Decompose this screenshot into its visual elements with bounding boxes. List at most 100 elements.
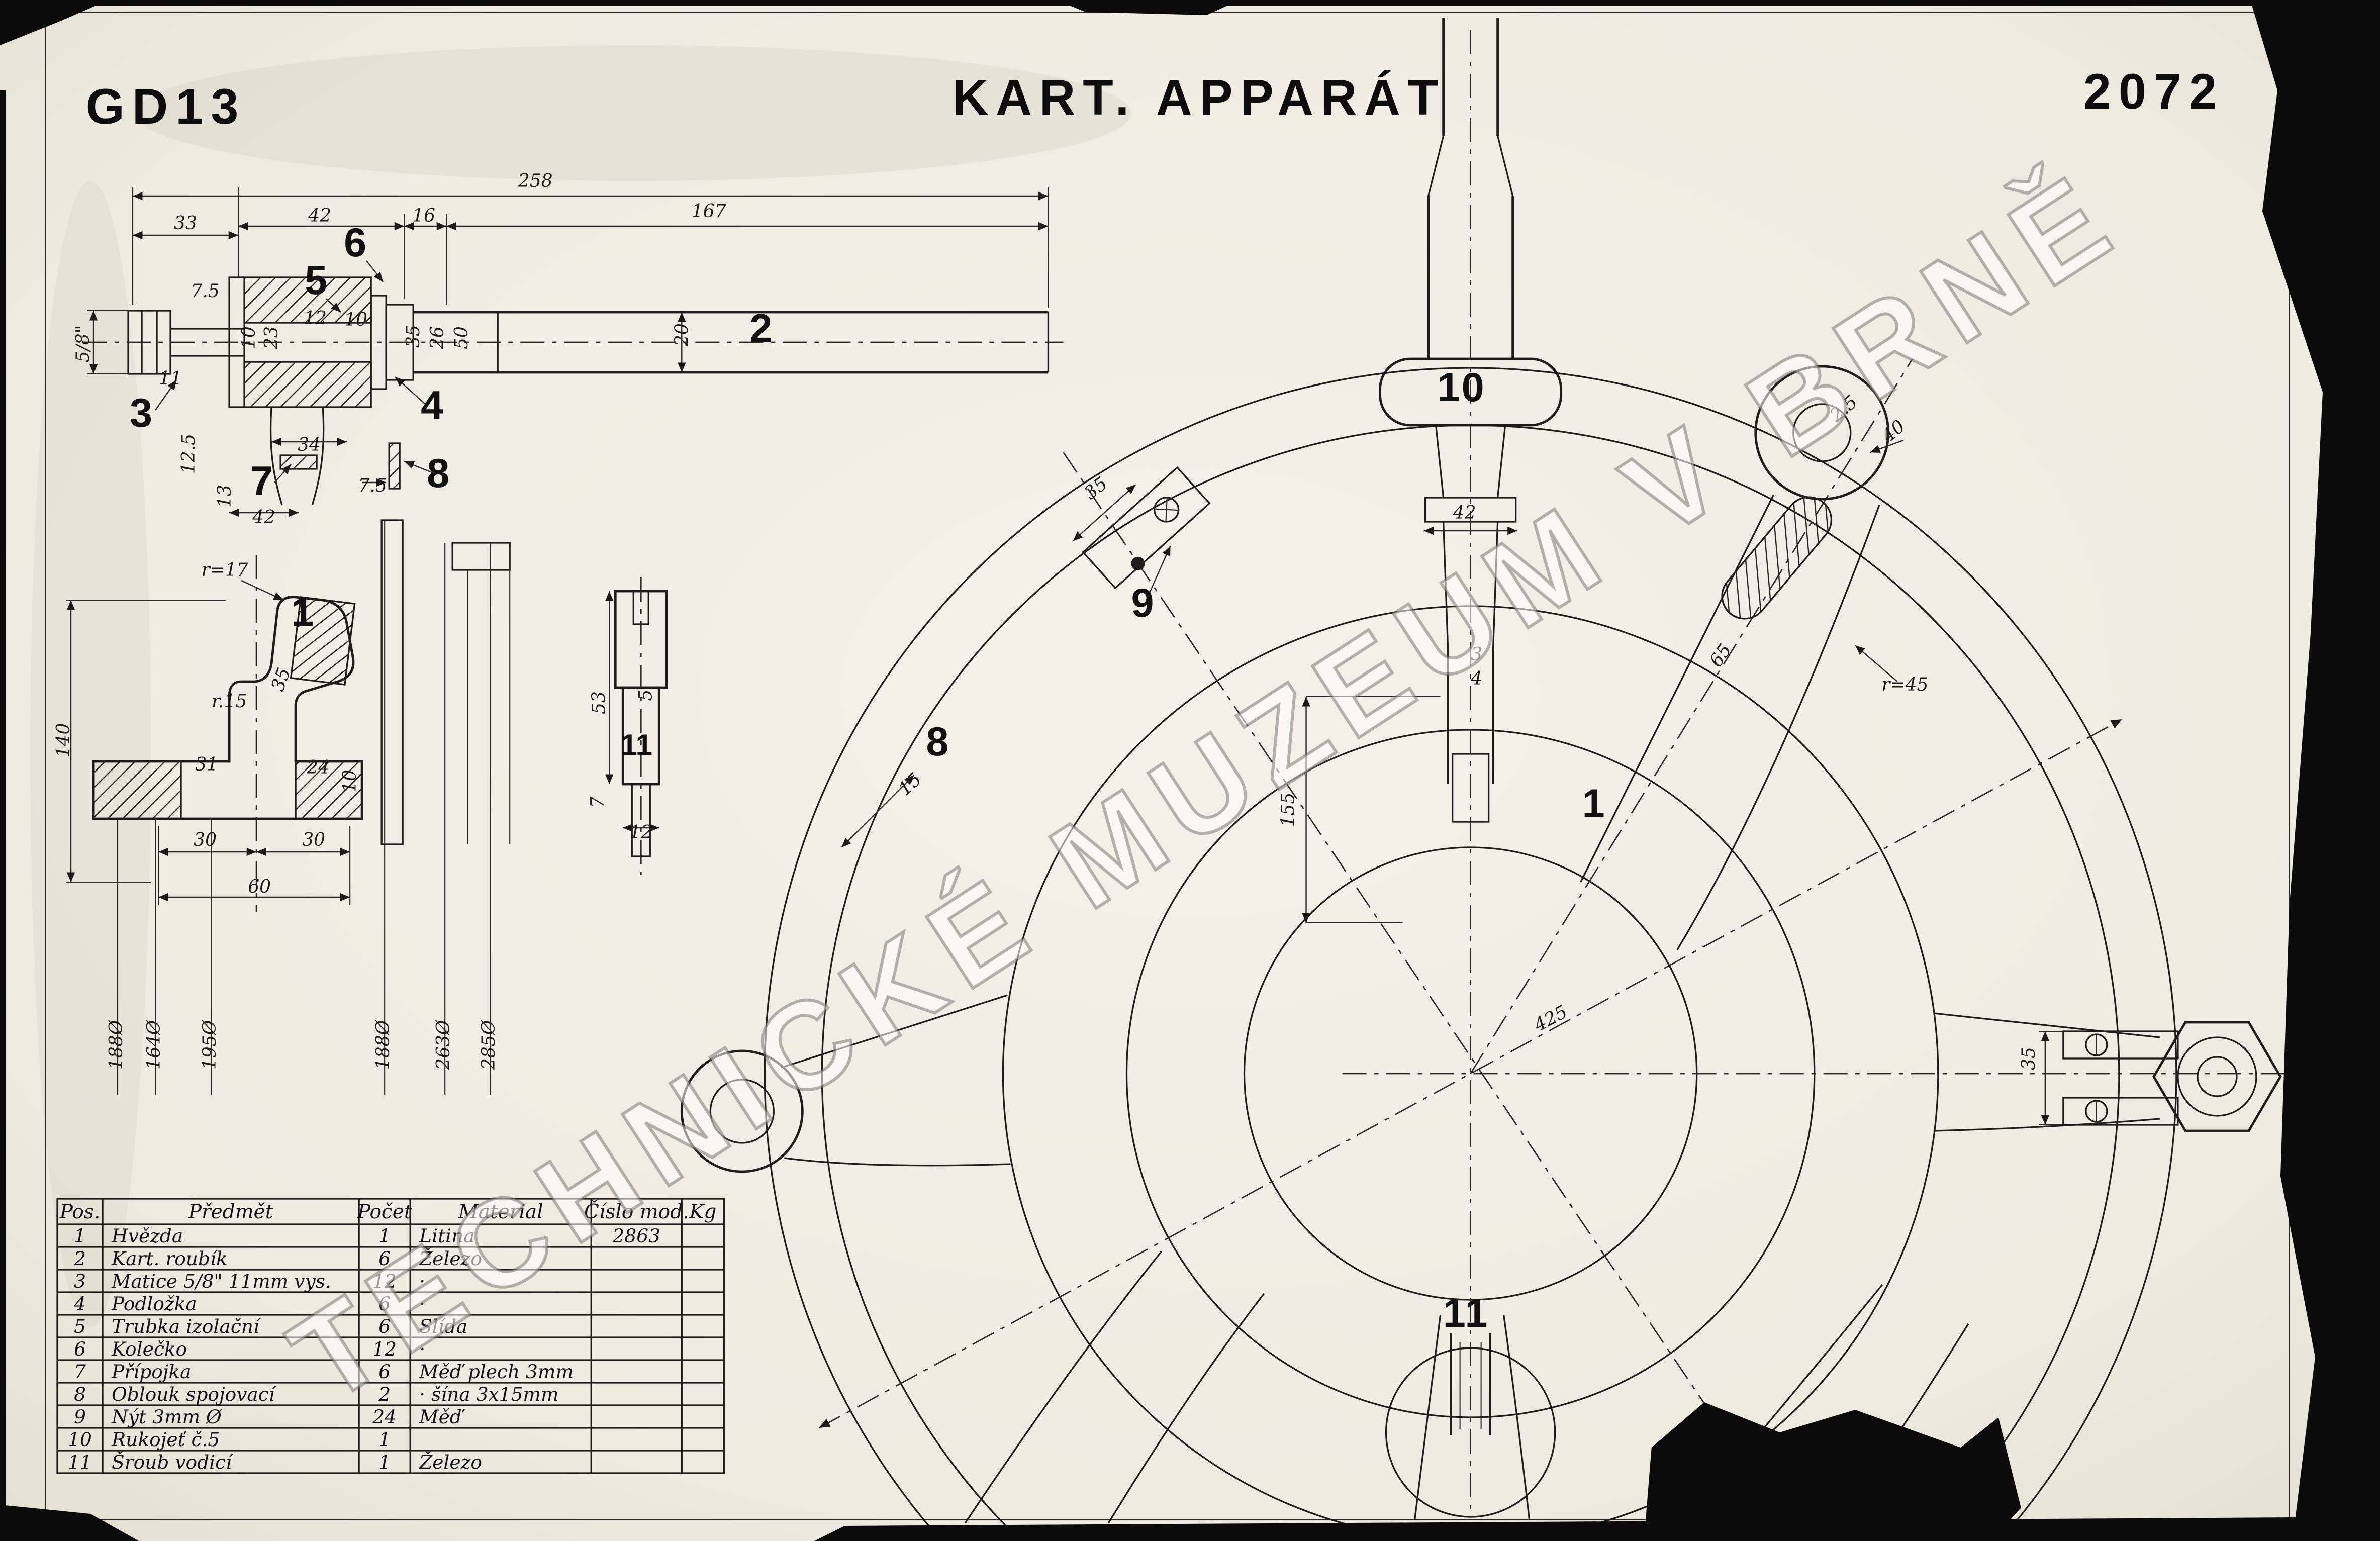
dimension-label: r=17 [201, 560, 248, 581]
table-cell: 11 [68, 1451, 92, 1473]
dimension-label: 31 [195, 754, 218, 775]
shaft-assembly-section-view [83, 187, 1064, 517]
dimension-label: 24 [306, 757, 330, 778]
dimension-label: 10 [340, 769, 360, 793]
upper-right-boss [1721, 365, 1904, 682]
table-cell: Nýt 3mm Ø [111, 1406, 222, 1428]
dimension-label: 30 [302, 830, 325, 850]
dimension-label: 12 [304, 308, 327, 329]
scan-smudge [136, 45, 1131, 181]
table-header-cell: Předmět [188, 1201, 273, 1223]
part-callout-label: 1 [291, 590, 315, 635]
dimension-label: 12 [629, 822, 652, 843]
table-cell: 6 [378, 1293, 391, 1315]
dimension-label: 11 [159, 368, 182, 389]
dimension-label: 42 [308, 206, 331, 226]
dimension-label: 7.5 [191, 281, 219, 302]
hub-cross-section-view [66, 519, 511, 1095]
part-callout-label: 11 [621, 728, 652, 762]
dimension-label: 20 [672, 323, 692, 347]
dimension-label: 5 [635, 690, 656, 701]
table-cell: Železo [419, 1451, 482, 1473]
dimension-label: 60 [248, 877, 271, 897]
table-cell: Podložka [111, 1293, 197, 1315]
dimension-label: r.15 [212, 691, 247, 712]
lower-left-boss [680, 1049, 804, 1173]
dimension-label: 16 [412, 206, 435, 226]
dimension-label: 155 [1278, 793, 1299, 827]
table-cell: Rukojeť č.5 [111, 1428, 220, 1451]
drawing-code: GD13 [86, 78, 246, 134]
table-cell: 9 [74, 1406, 86, 1428]
dimension-label: 53 [589, 691, 609, 714]
part-callout-label: 9 [1131, 581, 1155, 626]
clip-detail [1072, 466, 1211, 590]
table-cell: 6 [378, 1247, 391, 1270]
dimension-label: 140 [53, 723, 74, 758]
table-cell: 6 [378, 1315, 391, 1337]
part-callout-label: 3 [130, 391, 154, 436]
dimension-label: 13 [215, 485, 235, 508]
dimension-label: 188Ø [373, 1019, 394, 1070]
part-callout-label: 5 [305, 258, 329, 303]
bottom-stud [1385, 1333, 1556, 1518]
dimension-label: 42 [252, 507, 275, 528]
table-cell: · [419, 1270, 425, 1292]
drawing-title: KART. APPARÁT [953, 69, 1446, 125]
table-cell: 6 [74, 1338, 86, 1360]
drawing-number: 2072 [2083, 63, 2224, 119]
table-cell: 1 [74, 1225, 86, 1247]
table-header-cell: Počet [357, 1201, 412, 1223]
table-cell: 12 [372, 1270, 397, 1292]
table-cell: 1 [378, 1225, 391, 1247]
part-callout-label: 1 [1582, 781, 1606, 826]
dimension-label: 4 [1470, 668, 1482, 689]
table-cell: 1 [378, 1428, 391, 1451]
table-cell: Slída [419, 1315, 467, 1337]
dimension-label: 5/8" [73, 325, 93, 362]
part-callout-label: 7 [250, 458, 274, 504]
table-cell: 3 [74, 1270, 86, 1292]
table-cell: Měď plech 3mm [419, 1361, 574, 1383]
part-callout-label: 6 [344, 220, 368, 265]
table-cell: · šína 3x15mm [419, 1383, 558, 1405]
table-cell: Kart. roubík [111, 1247, 228, 1270]
table-cell: · [419, 1293, 425, 1315]
table-cell: Přípojka [111, 1361, 191, 1383]
part-callout-label: 8 [926, 719, 950, 764]
star-wheel-front-view [680, 18, 2330, 1541]
right-attachment [2039, 1021, 2282, 1132]
guide-screw-detail-view [605, 577, 668, 875]
dimension-label: 23 [261, 326, 282, 350]
handle-shaft [1379, 18, 1563, 823]
dimension-label: 50 [451, 326, 472, 349]
scan-smudge-left [30, 181, 151, 1327]
table-header-cell: Kg [689, 1201, 716, 1223]
table-cell: 12 [372, 1338, 397, 1360]
table-cell: Trubka izolační [112, 1315, 261, 1337]
part-callout-label: 2 [749, 306, 774, 351]
dimension-label: 3 [1471, 644, 1482, 665]
table-cell: Kolečko [111, 1338, 187, 1360]
dimension-label: 33 [174, 213, 197, 234]
dimension-label: 30 [194, 830, 217, 850]
part-callout-label: 4 [421, 383, 445, 428]
dimension-label: 285Ø [479, 1019, 499, 1070]
table-cell: · [419, 1338, 425, 1360]
dimension-label: 34 [298, 435, 321, 455]
dimension-label: 12.5 [178, 434, 199, 474]
table-cell: Měď [419, 1406, 465, 1428]
table-header-cell: Material [458, 1201, 543, 1223]
table-cell: 24 [372, 1406, 397, 1428]
table-cell: 2 [73, 1247, 86, 1270]
dimension-label: 167 [692, 201, 726, 222]
part-callout-label: 11 [1443, 1291, 1489, 1336]
table-cell: 4 [73, 1293, 86, 1315]
table-cell: 10 [68, 1428, 92, 1451]
dimension-label: 42 [1453, 503, 1476, 523]
table-header-cell: Pos. [59, 1201, 101, 1223]
table-cell: 1 [378, 1451, 391, 1473]
